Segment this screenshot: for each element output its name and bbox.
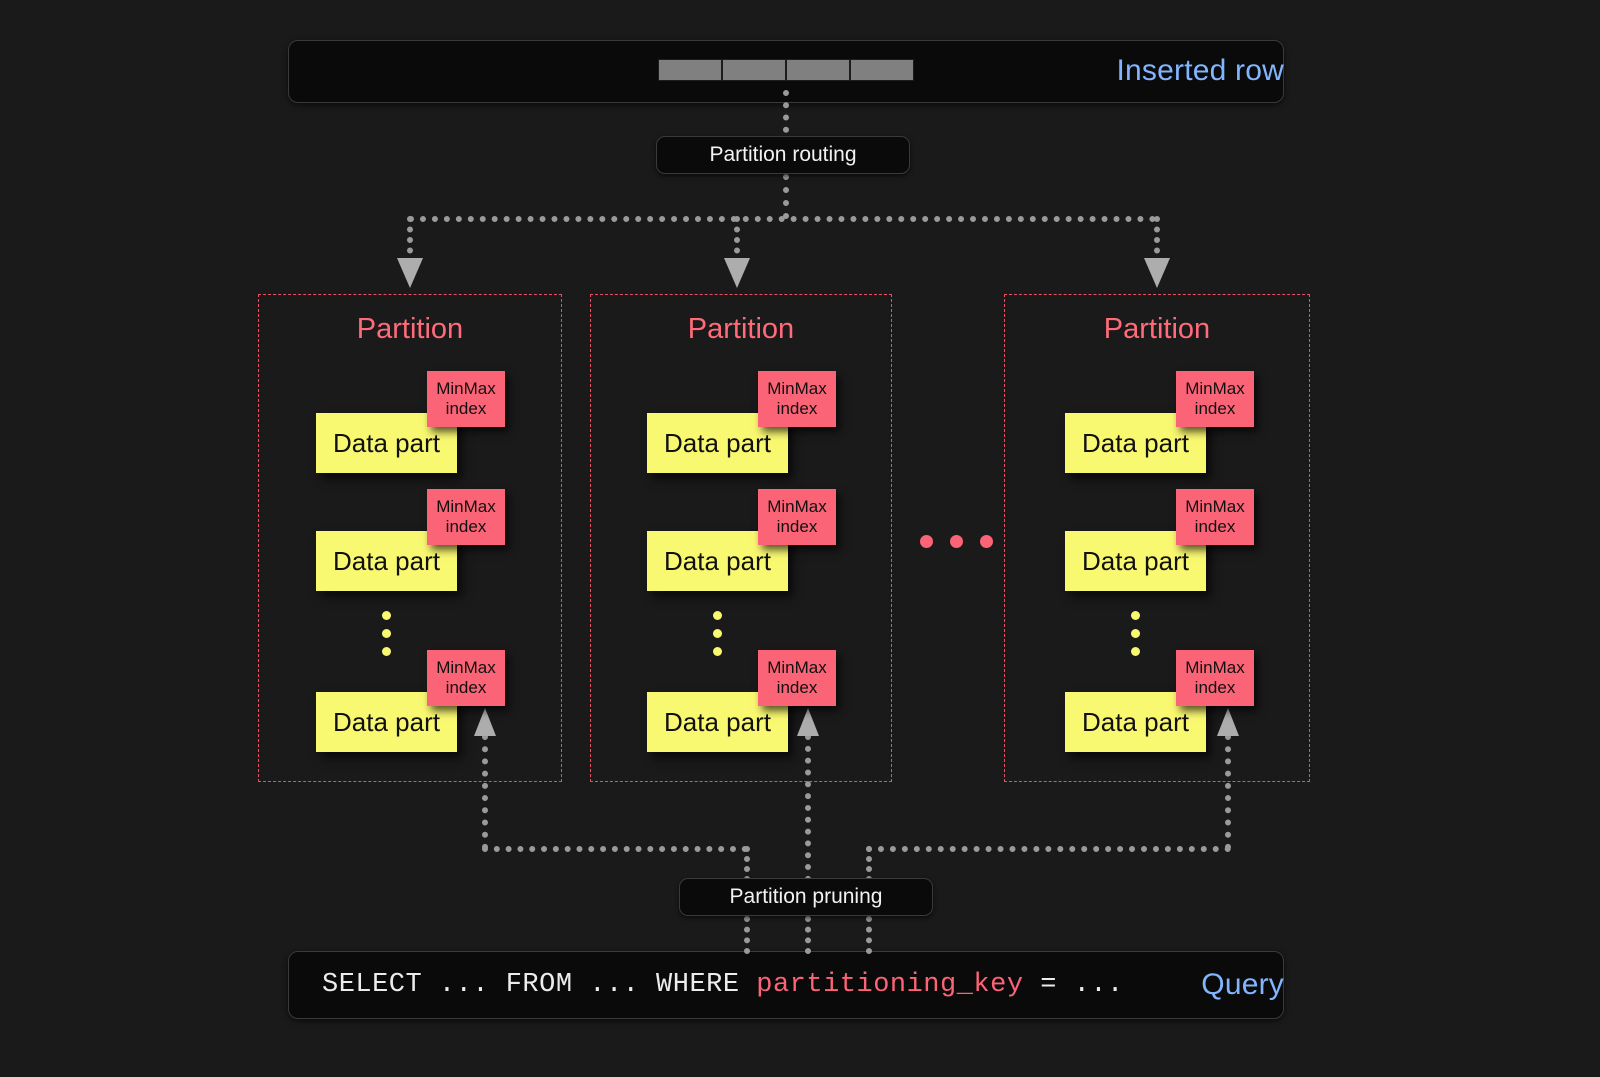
query-prefix: SELECT ... FROM ... WHERE xyxy=(322,970,757,1000)
connector-pruning-to-query-0 xyxy=(744,916,750,954)
arrow-up-partition-1 xyxy=(797,708,819,736)
partition-box-2: Partition MinMax index Data part MinMax … xyxy=(1004,294,1310,782)
partition-title-0: Partition xyxy=(356,313,464,345)
connector-pruning-up-2 xyxy=(1225,734,1231,850)
query-label: Query xyxy=(1201,968,1284,1001)
query-sql-text: SELECT ... FROM ... WHERE partitioning_k… xyxy=(322,970,1124,1000)
arrow-down-partition-2 xyxy=(1144,258,1170,288)
minmax-index-1-0: MinMax index xyxy=(758,371,836,427)
row-cell-3 xyxy=(850,59,914,81)
connector-pruning-to-query-2 xyxy=(866,916,872,954)
connector-drop-partition-2 xyxy=(1154,216,1160,264)
inserted-row-cells xyxy=(658,59,914,81)
partition-ellipsis-1 xyxy=(713,611,722,656)
minmax-line2: index xyxy=(1194,399,1236,418)
minmax-line2: index xyxy=(445,517,487,536)
partition-box-1: Partition MinMax index Data part MinMax … xyxy=(590,294,892,782)
minmax-line1: MinMax xyxy=(1185,496,1245,516)
row-cell-1 xyxy=(722,59,786,81)
minmax-line2: index xyxy=(776,678,818,697)
minmax-index-1-1: MinMax index xyxy=(758,489,836,545)
minmax-line2: index xyxy=(776,517,818,536)
arrow-down-partition-1 xyxy=(724,258,750,288)
minmax-index-2-2: MinMax index xyxy=(1176,650,1254,706)
partition-ellipsis-2 xyxy=(1131,611,1140,656)
connector-pruning-up-1 xyxy=(805,734,811,882)
partition-pruning-label: Partition pruning xyxy=(729,885,883,908)
query-partitioning-key: partitioning_key xyxy=(756,970,1024,1000)
query-suffix: = ... xyxy=(1023,970,1124,1000)
partition-routing-label: Partition routing xyxy=(709,143,857,166)
connector-fanout-bus xyxy=(408,216,1156,222)
data-part-1-1: Data part xyxy=(647,531,788,591)
partition-ellipsis-0 xyxy=(382,611,391,656)
connector-insert-to-routing xyxy=(783,90,789,145)
query-panel xyxy=(288,951,1284,1019)
connector-routing-to-bus xyxy=(783,174,789,219)
connector-drop-partition-1 xyxy=(734,216,740,264)
partition-box-0: Partition MinMax index Data part MinMax … xyxy=(258,294,562,782)
data-part-2-0: Data part xyxy=(1065,413,1206,473)
partition-title-2: Partition xyxy=(1103,313,1211,345)
minmax-index-0-2: MinMax index xyxy=(427,650,505,706)
connector-pruning-up-0 xyxy=(482,734,488,850)
data-part-2-1: Data part xyxy=(1065,531,1206,591)
minmax-index-0-0: MinMax index xyxy=(427,371,505,427)
connector-pruning-drop-0 xyxy=(744,846,750,882)
minmax-line1: MinMax xyxy=(436,657,496,677)
connector-pruning-to-query-1 xyxy=(805,916,811,954)
connector-pruning-lead-0 xyxy=(482,846,748,852)
data-part-1-0: Data part xyxy=(647,413,788,473)
minmax-line1: MinMax xyxy=(767,496,827,516)
connector-drop-partition-0 xyxy=(407,216,413,264)
minmax-line1: MinMax xyxy=(767,657,827,677)
minmax-line2: index xyxy=(776,399,818,418)
minmax-line1: MinMax xyxy=(436,378,496,398)
minmax-index-2-1: MinMax index xyxy=(1176,489,1254,545)
minmax-line2: index xyxy=(445,399,487,418)
arrow-up-partition-2 xyxy=(1217,708,1239,736)
connector-pruning-lead-2 xyxy=(866,846,1231,852)
arrow-down-partition-0 xyxy=(397,258,423,288)
inserted-row-label: Inserted row xyxy=(1116,54,1284,87)
arrow-up-partition-0 xyxy=(474,708,496,736)
partition-title-1: Partition xyxy=(687,313,795,345)
minmax-index-2-0: MinMax index xyxy=(1176,371,1254,427)
minmax-index-1-2: MinMax index xyxy=(758,650,836,706)
minmax-index-0-1: MinMax index xyxy=(427,489,505,545)
minmax-line1: MinMax xyxy=(436,496,496,516)
minmax-line1: MinMax xyxy=(1185,657,1245,677)
minmax-line1: MinMax xyxy=(1185,378,1245,398)
minmax-line2: index xyxy=(445,678,487,697)
partition-pruning-node[interactable]: Partition pruning xyxy=(679,878,933,916)
minmax-line2: index xyxy=(1194,517,1236,536)
partitions-gap-ellipsis xyxy=(920,535,993,548)
minmax-line1: MinMax xyxy=(767,378,827,398)
partition-routing-node[interactable]: Partition routing xyxy=(656,136,910,174)
minmax-line2: index xyxy=(1194,678,1236,697)
connector-pruning-drop-2 xyxy=(866,846,872,882)
row-cell-2 xyxy=(786,59,850,81)
row-cell-0 xyxy=(658,59,722,81)
